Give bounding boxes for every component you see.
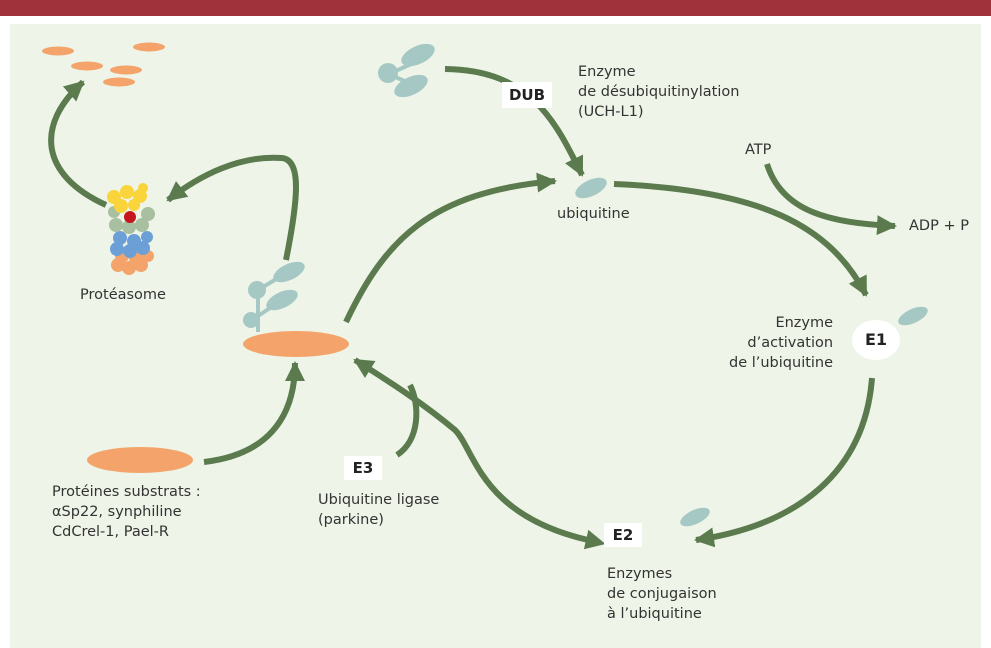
dub-label: DUB (502, 82, 552, 108)
peptide-fragment (71, 61, 103, 71)
arrow-ubiquitinated-to-proteasome (166, 154, 299, 261)
header-bar (0, 0, 991, 16)
proteasome-label: Protéasome (80, 287, 166, 303)
peptide-fragments (42, 42, 165, 87)
ubiquitine-label: ubiquitine (557, 206, 630, 222)
ubiquitin-molecule (394, 74, 428, 98)
substrate-protein (87, 447, 193, 473)
e2-enzyme-name: Enzymes de conjugaison à l’ubiquitine (607, 566, 717, 622)
e1-enzyme-name: Enzyme d’activation de l’ubiquitine (729, 315, 834, 371)
ubiquitin-chain-free (378, 43, 435, 98)
ubiquitinated-substrate (243, 261, 349, 357)
e3-enzyme: E3 (344, 456, 382, 480)
peptide-fragment (42, 46, 74, 56)
ubiquitin-molecule (266, 289, 298, 311)
ubiquitin-molecule (243, 312, 259, 328)
peptide-fragment (110, 65, 142, 75)
ubiquitin-free (575, 177, 607, 199)
ubiquitin-molecule (248, 281, 266, 299)
proteasome (107, 183, 155, 275)
arrow-e2-to-ubiquitinated (353, 357, 606, 550)
peptide-fragment (133, 42, 165, 52)
atp-label: ATP (745, 142, 772, 158)
arrow-e3-to-ubiquitinated (395, 383, 420, 458)
arrow-atp-to-adp (764, 163, 897, 236)
arrow-e1-to-e2 (694, 377, 875, 548)
substrate-protein-tagged (243, 331, 349, 357)
arrow-ubiquitinated-to-ubiquitine (343, 172, 557, 324)
arrow-ubiquitine-to-e1 (613, 181, 869, 297)
e1-enzyme: E1 (852, 320, 900, 360)
adp-label: ADP + P (909, 218, 969, 234)
ubiquitin-molecule (401, 43, 435, 67)
substrate-proteins-label: Protéines substrats : αSp22, synphiline … (52, 484, 201, 540)
peptide-fragment (103, 77, 135, 87)
ubiquitin-on-e2 (680, 507, 710, 527)
e2-enzyme: E2 (604, 523, 642, 547)
e3-enzyme-name: Ubiquitine ligase (parkine) (318, 492, 440, 528)
ubiquitin-on-e1 (898, 306, 928, 326)
arrow-proteasome-to-fragments (48, 79, 108, 208)
ubiquitin-molecule (273, 261, 305, 283)
dub-enzyme-name: Enzyme de désubiquitinylation (UCH-L1) (578, 64, 740, 120)
arrow-substrate-to-ubiquitinated (203, 361, 305, 465)
ubiquitin-molecule (378, 63, 398, 83)
